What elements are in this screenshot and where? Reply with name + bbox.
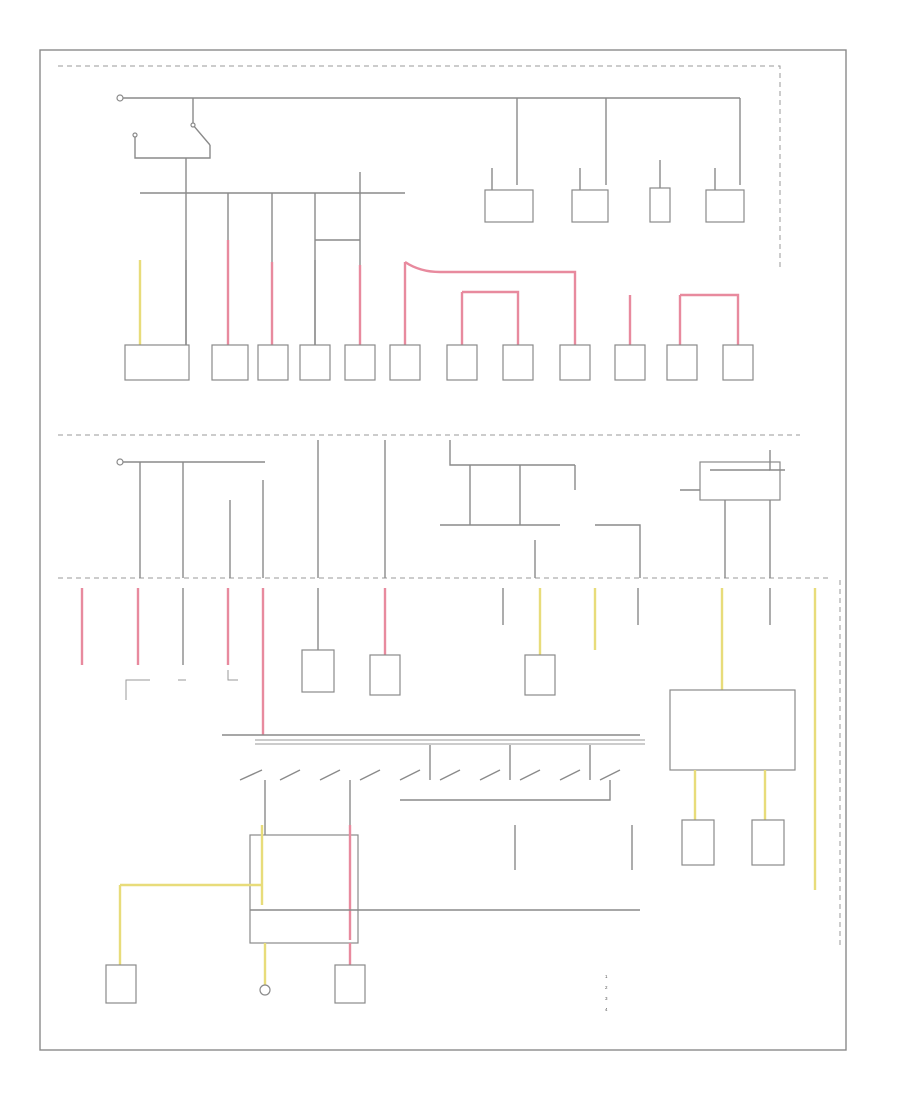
top-section-loads: [124, 344, 754, 381]
bottom-module: [105, 825, 640, 1004]
legend: 1 2 3 4: [605, 974, 608, 1012]
top-section-circuits: [138, 240, 740, 345]
section-dividers: [58, 65, 841, 945]
legend-marker-2: 2: [605, 985, 608, 990]
middle-section: [116, 440, 785, 578]
lower-circuits: [80, 588, 817, 890]
legend-marker-1: 1: [605, 974, 608, 979]
top-right-relays: [484, 160, 745, 223]
diagram-frame: [39, 49, 847, 1051]
legend-marker-4: 4: [605, 1007, 608, 1012]
legend-marker-3: 3: [605, 996, 608, 1001]
switch-bank: [222, 734, 645, 870]
lower-loads: [125, 649, 796, 866]
top-power-feed: [116, 94, 741, 345]
